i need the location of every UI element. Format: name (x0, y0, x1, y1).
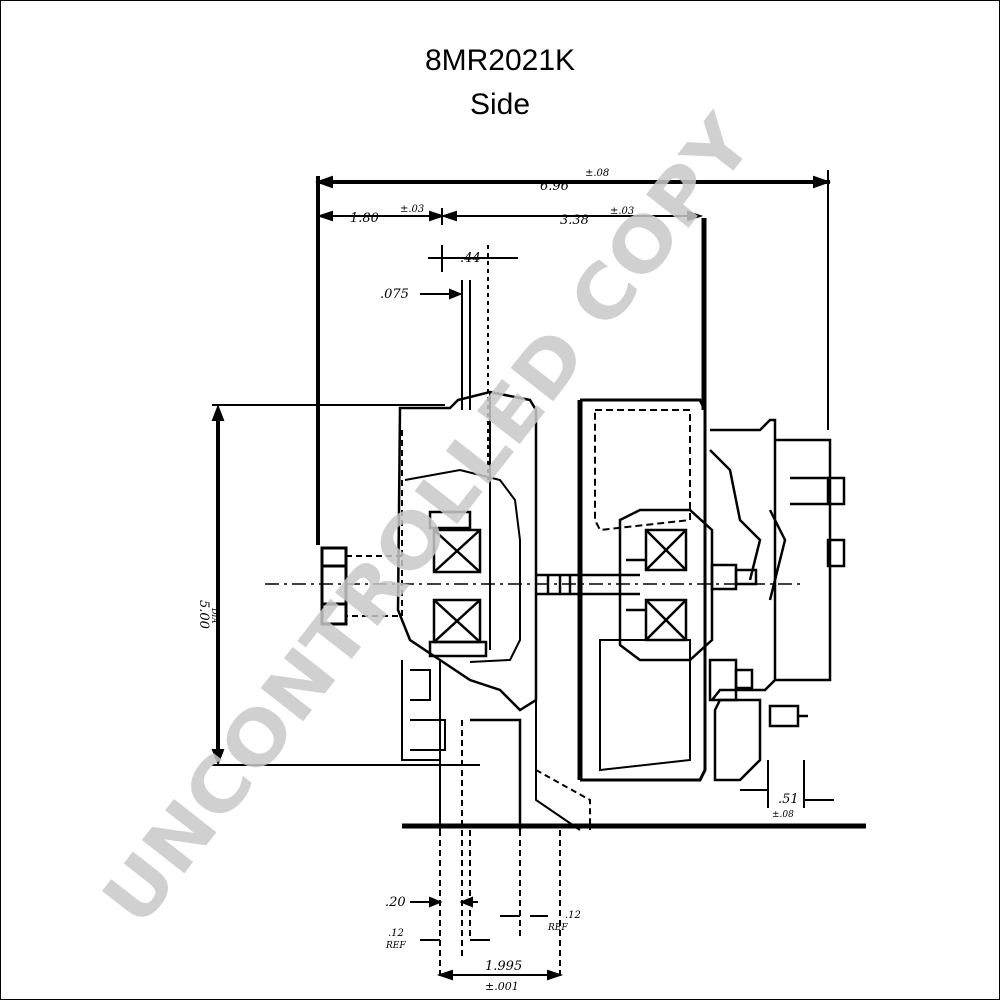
hub-width-dim (428, 245, 518, 480)
drawing-subtitle: Side (469, 88, 531, 121)
rear-housing (709, 418, 846, 701)
terminal-offset-dim (740, 760, 834, 808)
diameter-dim (211, 404, 480, 766)
hub-width-label: .44 (460, 251, 481, 266)
rotor-shaft (536, 573, 640, 596)
mount-hole-tol: ±.001 (485, 980, 519, 993)
mount-c-note: REF (547, 923, 568, 933)
mounting-foot (439, 700, 581, 980)
drawing-title: 8MR2021K (424, 44, 576, 77)
flange-thk-label: .075 (380, 287, 409, 302)
terminal-tol-label: ±.08 (772, 810, 794, 820)
bottom-dims (410, 896, 564, 981)
rear-bearing (618, 508, 714, 662)
front-tol-label: ±.03 (400, 204, 424, 215)
overall-length-label: 6.96 (540, 179, 569, 194)
uncontrolled-copy-watermark: UNCONTROLLED COPY (86, 99, 770, 941)
dimension-labels: 6.96 ±.08 1.80 ±.03 3.38 ±.03 .44 .075 .… (196, 168, 799, 993)
body-length-label: 3.38 (560, 213, 589, 228)
front-length-dim (316, 208, 707, 410)
mount-c-label: .12 (565, 910, 581, 921)
diameter-note: DIA (210, 607, 219, 624)
front-bearing (428, 510, 488, 658)
overall-length-dim (315, 170, 831, 545)
flange-thk-dim (420, 280, 471, 410)
shaft-nut (320, 546, 403, 626)
overall-tol-label: ±.08 (585, 168, 609, 179)
terminal-studs (708, 563, 808, 782)
front-housing (396, 390, 538, 761)
diameter-label: 5.00 (196, 600, 211, 629)
mount-b-note: REF (385, 941, 406, 951)
front-length-label: 1.80 (350, 211, 379, 226)
mount-b-label: .12 (388, 928, 404, 939)
mount-hole-label: 1.995 (485, 959, 522, 974)
mount-a-label: .20 (385, 895, 406, 910)
stator-body (535, 398, 707, 830)
body-tol-label: ±.03 (610, 206, 634, 217)
terminal-offset-label: .51 (778, 792, 799, 807)
